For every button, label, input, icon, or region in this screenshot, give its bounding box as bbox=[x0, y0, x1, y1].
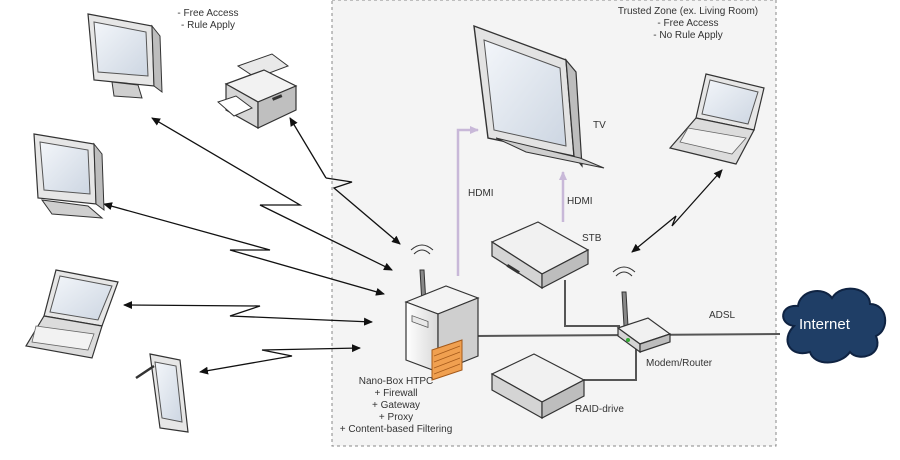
hdmi-link-htpc-tv bbox=[456, 126, 479, 276]
stb-icon bbox=[490, 221, 590, 290]
htpc-feature: + Content-based Filtering bbox=[339, 424, 453, 435]
raid-to-modem-link bbox=[584, 340, 637, 381]
raid-drive-label: RAID-drive bbox=[575, 404, 624, 415]
htpc-name: Nano-Box HTPC bbox=[358, 376, 434, 387]
untrusted-note-line2: - Rule Apply bbox=[181, 20, 235, 31]
modem-router-icon bbox=[612, 266, 672, 354]
tablet-icon bbox=[135, 353, 189, 433]
htpc-feature: + Proxy bbox=[378, 412, 414, 423]
laptop-icon bbox=[668, 73, 765, 165]
wireless-link-trusted-laptop bbox=[631, 169, 723, 253]
monitor-icon bbox=[87, 13, 163, 99]
stb-label: STB bbox=[582, 233, 602, 244]
trusted-zone-line1: - Free Access bbox=[657, 18, 719, 29]
tv-label: TV bbox=[593, 120, 606, 131]
printer-icon bbox=[217, 53, 298, 130]
laptop-icon bbox=[25, 269, 119, 359]
trusted-zone-title: Trusted Zone (ex. Living Room) bbox=[617, 6, 759, 17]
adsl-label: ADSL bbox=[709, 310, 736, 321]
htpc-feature: + Firewall bbox=[374, 388, 418, 399]
monitor-icon bbox=[33, 133, 105, 219]
raid-drive-icon bbox=[490, 353, 586, 420]
wireless-link-tablet bbox=[199, 344, 361, 375]
htpc-description: Nano-Box HTPC + Firewall + Gateway + Pro… bbox=[330, 376, 462, 436]
server-tower-icon bbox=[404, 244, 480, 381]
trusted-zone-note: Trusted Zone (ex. Living Room) - Free Ac… bbox=[588, 6, 788, 42]
hdmi-label-left: HDMI bbox=[468, 188, 494, 199]
trusted-zone-line2: - No Rule Apply bbox=[653, 30, 723, 41]
hdmi-label-right: HDMI bbox=[567, 196, 593, 207]
htpc-feature: + Gateway bbox=[371, 400, 421, 411]
tv-icon bbox=[473, 24, 605, 169]
modem-router-label: Modem/Router bbox=[646, 358, 713, 369]
cloud-icon bbox=[782, 287, 886, 364]
wireless-link-printer bbox=[289, 117, 327, 179]
internet-label: Internet bbox=[799, 316, 850, 333]
untrusted-note-line1: - Free Access bbox=[177, 8, 239, 19]
wireless-link-laptop bbox=[123, 301, 373, 326]
wireless-link-monitor-2 bbox=[103, 202, 385, 296]
stb-to-modem-link bbox=[564, 280, 620, 327]
untrusted-zone-note: - Free Access - Rule Apply bbox=[168, 8, 248, 32]
